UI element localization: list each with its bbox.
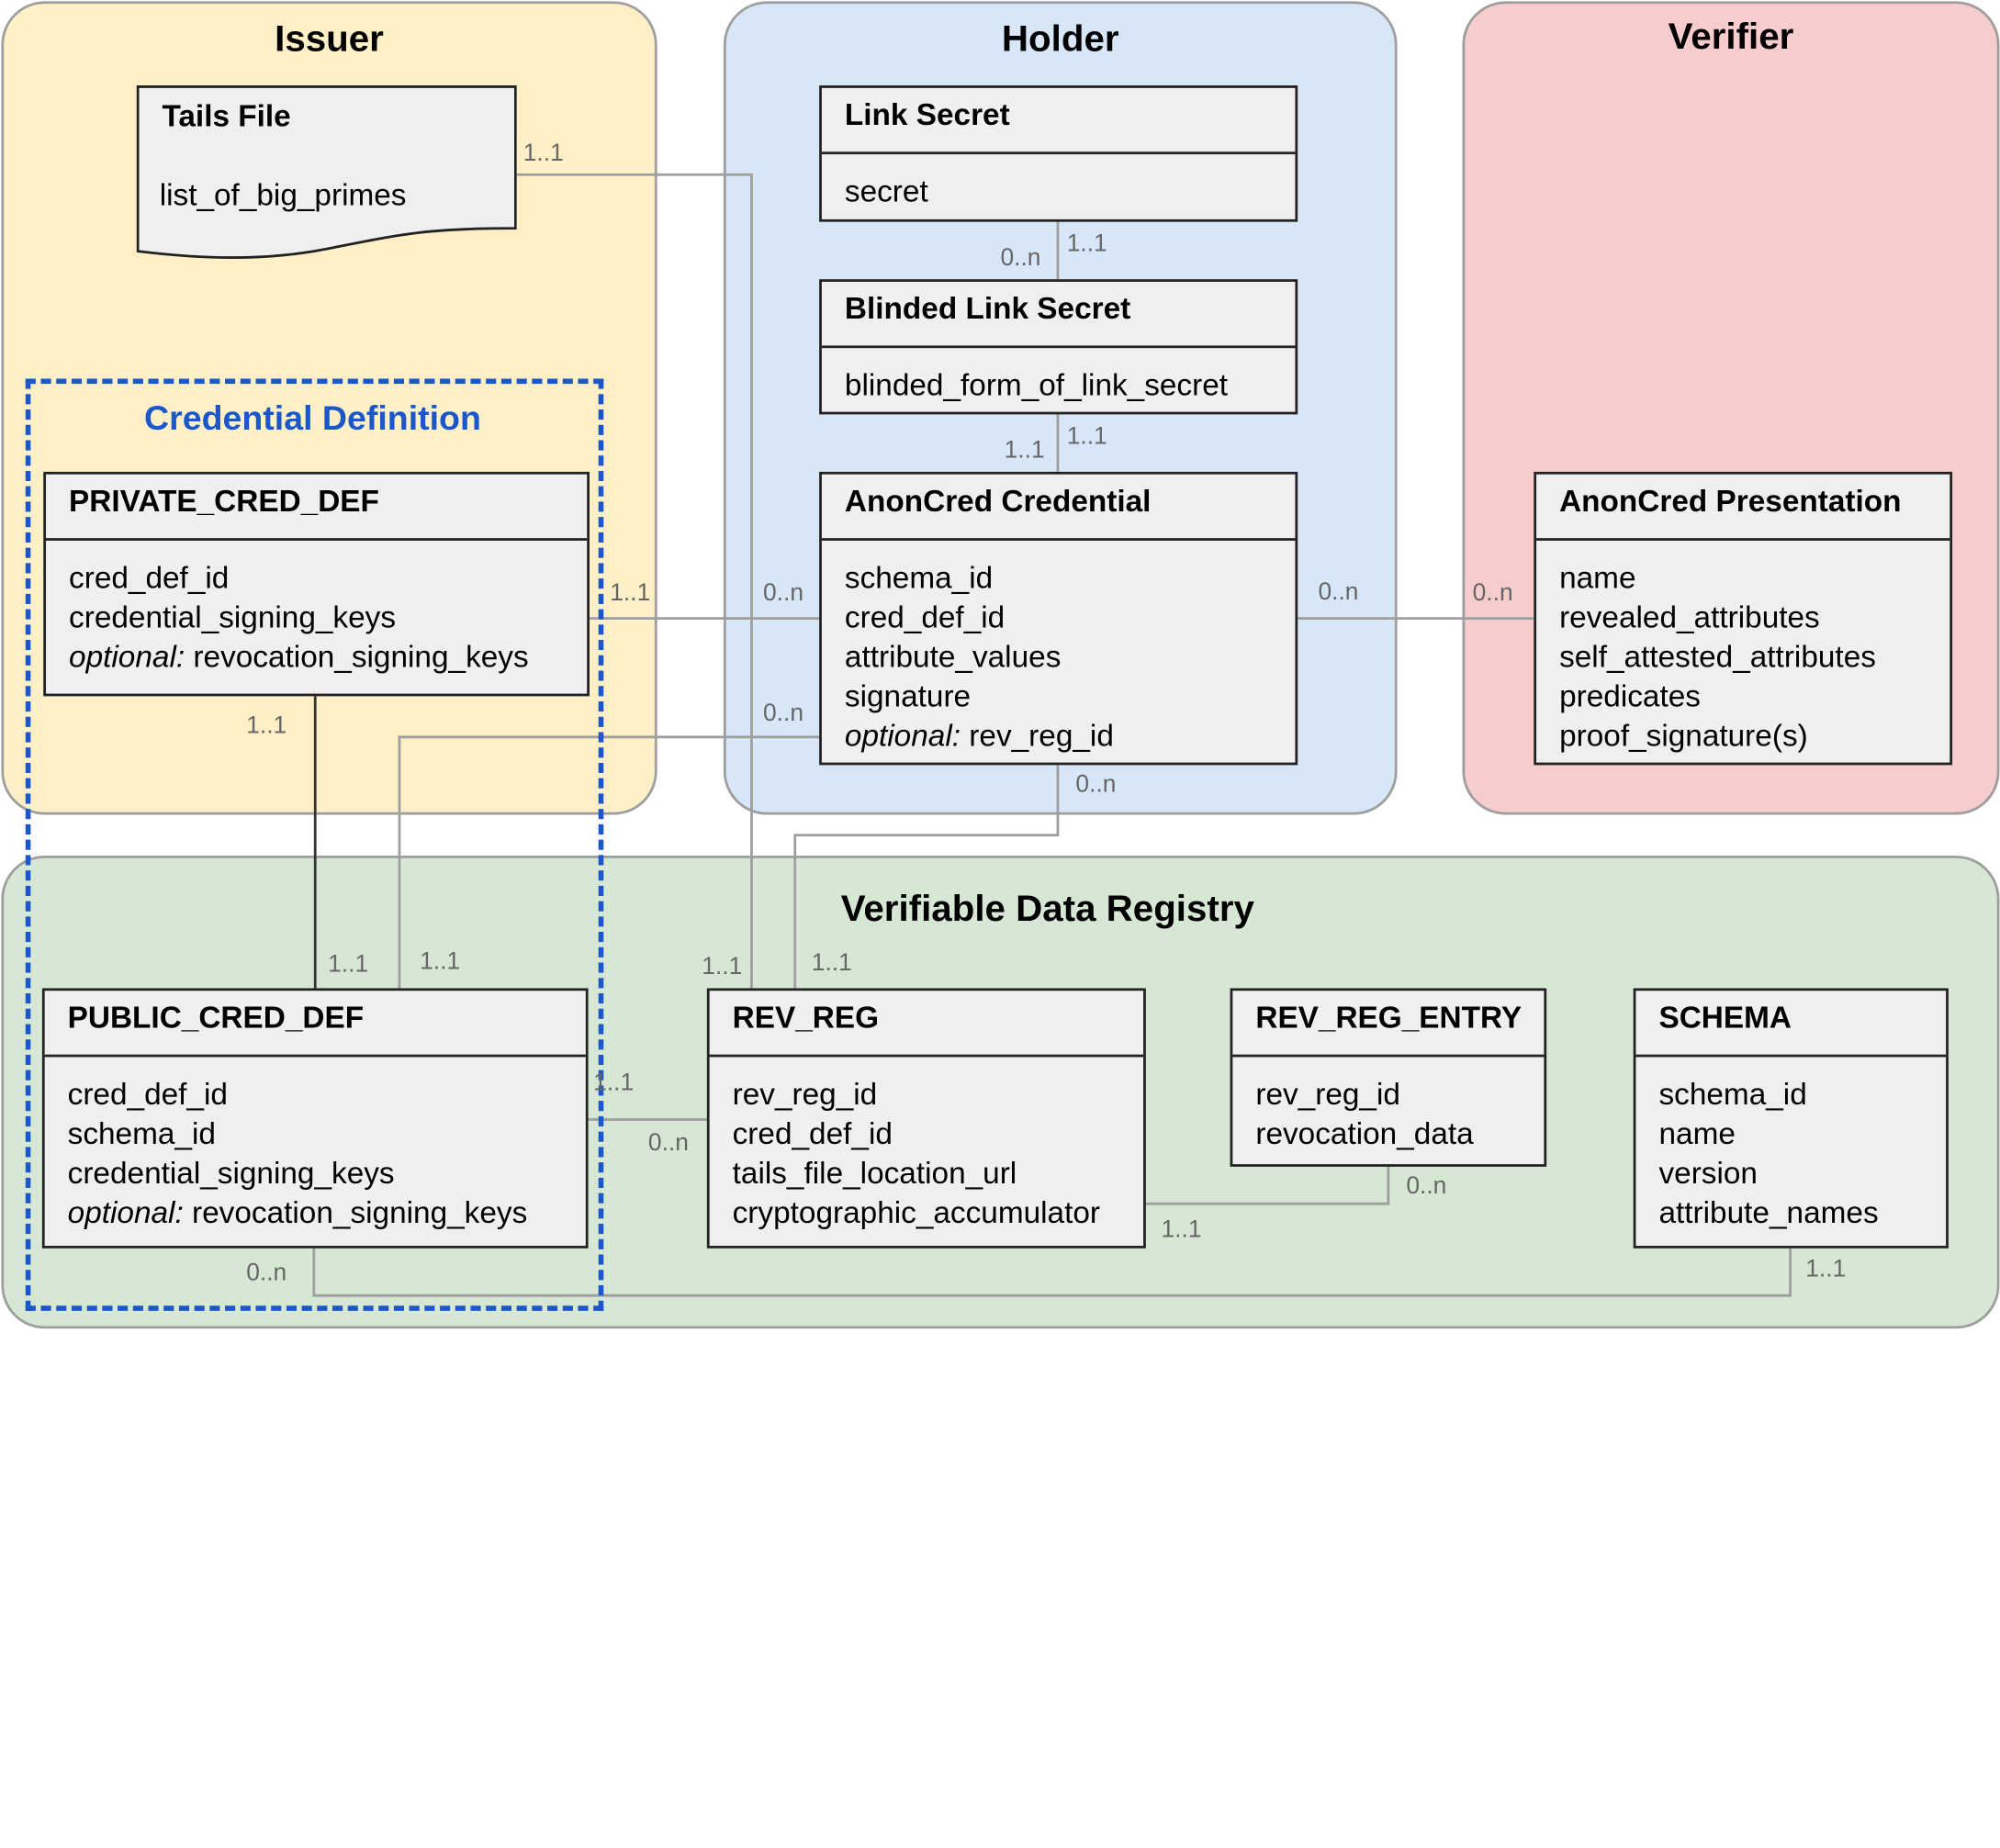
cardinality-label: 0..n — [762, 579, 804, 608]
entity-field: signature — [844, 679, 972, 714]
entity-field: cred_def_id — [69, 561, 230, 596]
cardinality-label: 1..1 — [1066, 230, 1107, 258]
entity-field: cred_def_id — [844, 600, 1006, 635]
blinded-link-secret-entity: Blinded Link Secret blinded_form_of_link… — [819, 279, 1298, 415]
tails-file-title: Tails File — [162, 99, 291, 134]
cardinality-label: 0..n — [762, 700, 804, 727]
issuer-zone-title: Issuer — [275, 18, 384, 61]
entity-field: rev_reg_id — [732, 1077, 878, 1113]
entity-field: revocation_data — [1255, 1116, 1474, 1152]
anoncred-credential-title: AnonCred Credential — [821, 475, 1296, 541]
cardinality-label: 0..n — [1318, 578, 1359, 606]
cardinality-label: 0..n — [1000, 244, 1041, 272]
connector-public-to-schema — [312, 1248, 1792, 1297]
optional-field-name: rev_reg_id — [969, 719, 1114, 754]
credential-definition-title: Credential Definition — [144, 398, 481, 438]
cardinality-label: 1..1 — [420, 948, 461, 976]
public-cred-def-entity: PUBLIC_CRED_DEF cred_def_id schema_id cr… — [41, 988, 589, 1249]
cardinality-label: 1..1 — [811, 949, 852, 977]
schema-title: SCHEMA — [1635, 991, 1947, 1058]
cardinality-label: 1..1 — [702, 953, 743, 981]
cardinality-label: 1..1 — [593, 1070, 635, 1097]
cardinality-label: 0..n — [1406, 1172, 1447, 1201]
verifiable-data-registry-title: Verifiable Data Registry — [840, 889, 1254, 930]
optional-field: optional: revocation_signing_keys — [69, 637, 564, 677]
optional-prefix: optional: — [67, 1195, 184, 1231]
entity-field: proof_signature(s) — [1559, 719, 1808, 754]
cardinality-label: 1..1 — [610, 579, 651, 608]
cardinality-label: 1..1 — [522, 140, 564, 167]
entity-field: schema_id — [67, 1116, 216, 1152]
entity-field: attribute_values — [844, 640, 1062, 675]
rev-reg-title: REV_REG — [709, 991, 1144, 1058]
connector-credential-to-revreg — [793, 765, 1060, 989]
tails-file-entity: Tails File list_of_big_primes — [136, 85, 517, 263]
entity-field: self_attested_attributes — [1559, 640, 1876, 675]
optional-field-name: revocation_signing_keys — [192, 1195, 528, 1231]
cardinality-label: 0..n — [246, 1260, 287, 1287]
cardinality-label: 0..n — [1472, 579, 1513, 608]
cardinality-label: 0..n — [1075, 771, 1117, 799]
verifier-zone-title: Verifier — [1668, 17, 1794, 58]
connector-lines — [312, 173, 1792, 1297]
holder-zone-title: Holder — [1001, 18, 1119, 61]
entity-field: name — [1658, 1116, 1736, 1152]
connector-tails-to-revreg — [516, 173, 753, 989]
optional-prefix: optional: — [844, 719, 961, 754]
link-secret-title: Link Secret — [821, 88, 1296, 155]
anoncred-presentation-entity: AnonCred Presentation name revealed_attr… — [1534, 471, 1953, 766]
cardinality-label: 1..1 — [1066, 423, 1107, 451]
cardinality-label: 1..1 — [246, 712, 287, 740]
anoncred-presentation-title: AnonCred Presentation — [1536, 475, 1950, 541]
entity-field: secret — [844, 174, 928, 209]
private-cred-def-title: PRIVATE_CRED_DEF — [46, 475, 588, 541]
entity-field: attribute_names — [1658, 1195, 1879, 1231]
tails-file-field: list_of_big_primes — [159, 178, 407, 213]
entity-field: schema_id — [1658, 1077, 1807, 1113]
anoncred-credential-entity: AnonCred Credential schema_id cred_def_i… — [819, 471, 1298, 766]
optional-field: optional: rev_reg_id — [845, 717, 1273, 756]
entity-field: predicates — [1559, 679, 1701, 714]
optional-prefix: optional: — [69, 640, 185, 675]
rev-reg-entry-entity: REV_REG_ENTRY rev_reg_id revocation_data — [1230, 988, 1547, 1167]
entity-field: credential_signing_keys — [67, 1156, 395, 1192]
connector-credential-to-public — [398, 735, 820, 989]
cardinality-label: 0..n — [647, 1129, 689, 1157]
cardinality-label: 1..1 — [328, 951, 369, 979]
link-secret-entity: Link Secret secret — [819, 85, 1298, 222]
entity-field: name — [1559, 561, 1636, 596]
entity-field: tails_file_location_url — [732, 1156, 1017, 1192]
tails-file-shape — [136, 85, 517, 259]
entity-field: credential_signing_keys — [69, 600, 397, 635]
optional-field: optional: revocation_signing_keys — [68, 1193, 563, 1233]
entity-field: version — [1658, 1156, 1758, 1192]
entity-field: rev_reg_id — [1255, 1077, 1400, 1113]
connector-revreg-to-entry — [1144, 1166, 1390, 1205]
private-cred-def-entity: PRIVATE_CRED_DEF cred_def_id credential_… — [43, 471, 590, 697]
blinded-link-secret-title: Blinded Link Secret — [821, 282, 1296, 349]
cardinality-label: 1..1 — [1161, 1216, 1202, 1244]
entity-field: cred_def_id — [67, 1077, 228, 1113]
schema-entity: SCHEMA schema_id name version attribute_… — [1633, 988, 1949, 1249]
entity-field: cred_def_id — [732, 1116, 893, 1152]
entity-field: schema_id — [844, 561, 994, 596]
rev-reg-entry-title: REV_REG_ENTRY — [1232, 991, 1545, 1058]
public-cred-def-title: PUBLIC_CRED_DEF — [44, 991, 586, 1058]
credential-definition-region — [25, 378, 604, 1311]
optional-field-name: revocation_signing_keys — [193, 640, 529, 675]
cardinality-label: 1..1 — [1004, 437, 1045, 465]
entity-field: cryptographic_accumulator — [732, 1195, 1101, 1231]
rev-reg-entity: REV_REG rev_reg_id cred_def_id tails_fil… — [706, 988, 1146, 1249]
entity-field: revealed_attributes — [1559, 600, 1820, 635]
cardinality-label: 1..1 — [1805, 1256, 1847, 1283]
entity-field: blinded_form_of_link_secret — [844, 368, 1229, 403]
